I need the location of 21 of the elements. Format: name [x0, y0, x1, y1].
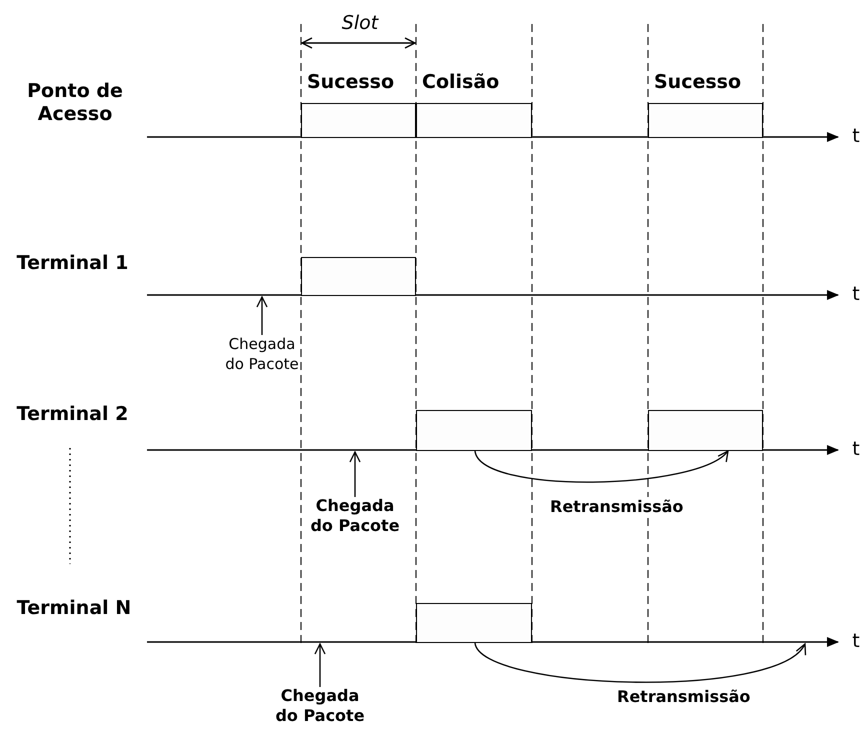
slot-status-label: Sucesso [307, 71, 394, 93]
arrival-arrow [314, 643, 326, 687]
retransmission-arrow [474, 450, 729, 483]
arrival-label: Chegada do Pacote [309, 496, 401, 536]
edge-label: Retransmissão [548, 497, 686, 516]
axis-label: t [851, 283, 861, 306]
arrival-label: Chegada do Pacote [217, 334, 307, 374]
arrival-arrow [349, 451, 361, 497]
slot-status-label: Sucesso [654, 71, 742, 93]
row-label: Terminal 2 [16, 403, 130, 426]
arrival-label: Chegada do Pacote [274, 686, 366, 726]
row-label: Terminal 1 [16, 252, 130, 275]
retransmission-arrow [474, 642, 806, 683]
row-label: Ponto de Acesso [26, 80, 124, 126]
axis-label: t [851, 438, 861, 461]
axis-label: t [851, 630, 861, 653]
slot-label: Slot [340, 12, 380, 35]
slot-status-label: Colisão [422, 71, 500, 93]
arrival-arrow [256, 296, 268, 335]
axis-label: t [851, 125, 861, 148]
row-label: Terminal N [16, 597, 132, 620]
